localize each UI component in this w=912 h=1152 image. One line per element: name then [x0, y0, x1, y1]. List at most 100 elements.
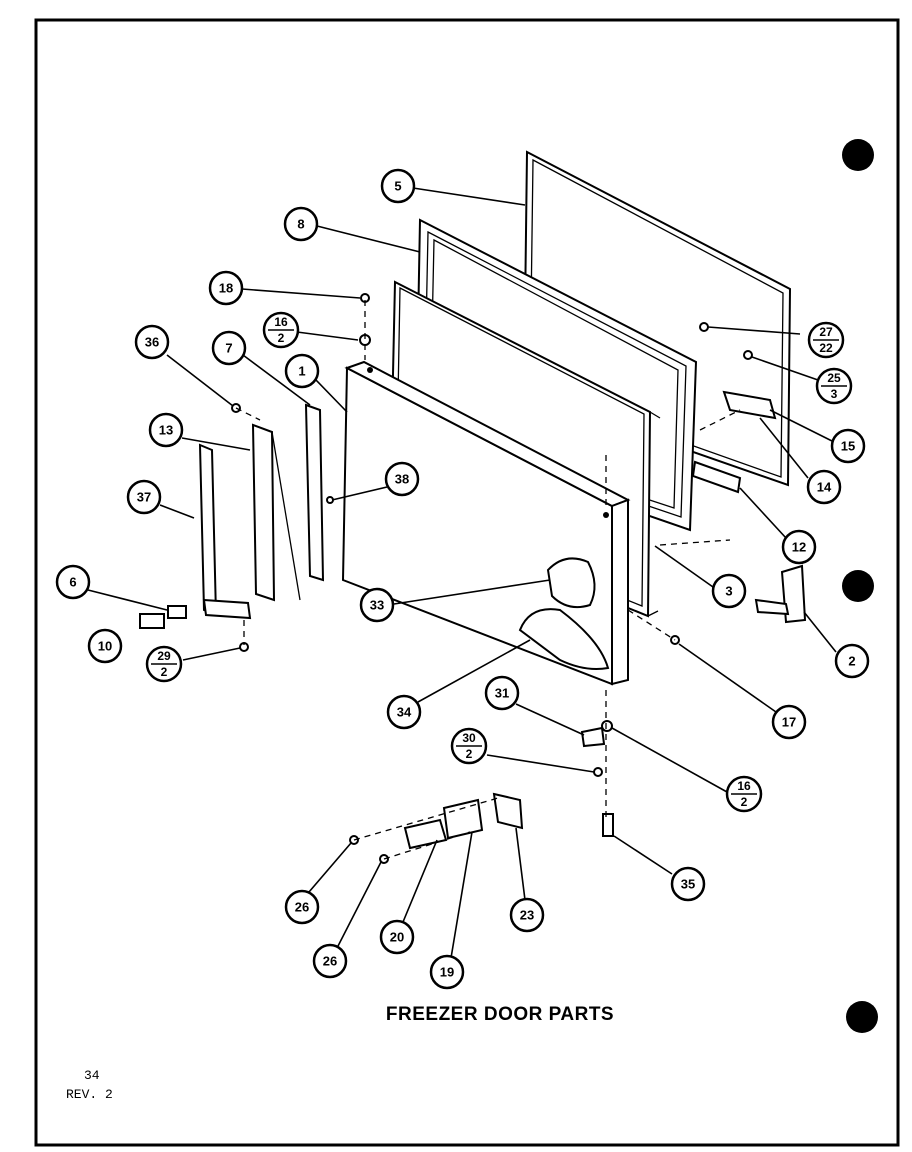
svg-text:5: 5 — [394, 179, 401, 194]
callout-14: 14 — [806, 469, 842, 505]
svg-text:20: 20 — [390, 930, 404, 945]
punch-hole — [846, 1001, 878, 1033]
callout-31: 31 — [484, 675, 520, 711]
callout-10: 10 — [87, 628, 123, 664]
callout-2: 2 — [834, 643, 870, 679]
assembly-line — [659, 539, 731, 546]
part-6-clip — [167, 605, 187, 619]
svg-text:36: 36 — [145, 335, 159, 350]
diagram-title: FREEZER DOOR PARTS — [385, 1004, 615, 1025]
assembly-line — [383, 831, 471, 860]
assembly-line — [235, 407, 261, 421]
svg-text:10: 10 — [98, 639, 112, 654]
callout-13: 13 — [148, 412, 184, 448]
svg-text:22: 22 — [819, 341, 833, 355]
svg-text:2: 2 — [161, 665, 168, 679]
callout-29-2: 292 — [145, 645, 183, 683]
svg-text:29: 29 — [157, 649, 171, 663]
svg-text:13: 13 — [159, 423, 173, 438]
revision-label: REV. 2 — [66, 1087, 113, 1102]
part-20-hinge-bracket — [403, 818, 448, 850]
callout-26: 26 — [284, 889, 320, 925]
svg-text:15: 15 — [841, 439, 855, 454]
part-19-hinge — [442, 798, 484, 840]
svg-text:2: 2 — [741, 795, 748, 809]
punch-hole — [842, 570, 874, 602]
callout-35: 35 — [670, 866, 706, 902]
callout-12: 12 — [781, 529, 817, 565]
part-13-bracket — [251, 423, 276, 602]
callout-15: 15 — [830, 428, 866, 464]
callout-34: 34 — [386, 694, 422, 730]
part-34-handle — [518, 608, 610, 670]
callout-30-2: 302 — [450, 727, 488, 765]
svg-text:19: 19 — [440, 965, 454, 980]
svg-text:3: 3 — [831, 387, 838, 401]
svg-text:26: 26 — [295, 900, 309, 915]
svg-text:34: 34 — [397, 705, 412, 720]
callout-37: 37 — [126, 479, 162, 515]
svg-text:30: 30 — [462, 731, 476, 745]
callout-25-3: 253 — [815, 367, 853, 405]
svg-text:23: 23 — [520, 908, 534, 923]
part-31-plate — [580, 726, 606, 748]
page-border — [34, 18, 900, 1147]
svg-text:26: 26 — [323, 954, 337, 969]
screw — [743, 350, 753, 360]
part-33-recess — [546, 557, 596, 609]
screw — [699, 322, 709, 332]
svg-text:18: 18 — [219, 281, 233, 296]
callout-16-2-lower: 162 — [725, 775, 763, 813]
svg-text:8: 8 — [297, 217, 304, 232]
callout-18: 18 — [208, 270, 244, 306]
callout-20: 20 — [379, 919, 415, 955]
svg-text:31: 31 — [495, 686, 509, 701]
part-12-rail — [691, 460, 742, 494]
callout-3: 3 — [711, 573, 747, 609]
part-37-foot — [202, 598, 252, 620]
svg-text:3: 3 — [725, 584, 732, 599]
part-1-outer-door — [341, 360, 631, 686]
part-35-pin — [602, 813, 614, 837]
svg-text:12: 12 — [792, 540, 806, 555]
svg-text:7: 7 — [225, 341, 232, 356]
svg-text:16: 16 — [737, 779, 751, 793]
callout-33: 33 — [359, 587, 395, 623]
svg-text:35: 35 — [681, 877, 695, 892]
part-15-hinge — [722, 390, 777, 420]
callout-17: 17 — [771, 704, 807, 740]
svg-text:25: 25 — [827, 371, 841, 385]
svg-text:17: 17 — [782, 715, 796, 730]
leader-lines — [87, 187, 837, 959]
callout-16-2: 162 — [262, 311, 300, 349]
punch-hole — [842, 139, 874, 171]
svg-text:27: 27 — [819, 325, 833, 339]
screw — [593, 767, 603, 777]
svg-text:1: 1 — [298, 364, 305, 379]
callout-1: 1 — [284, 353, 320, 389]
washer — [601, 720, 613, 732]
svg-text:2: 2 — [278, 331, 285, 345]
part-23-hinge-plate — [492, 792, 524, 830]
svg-text:6: 6 — [69, 575, 76, 590]
svg-text:2: 2 — [848, 654, 855, 669]
part-37-bracket — [198, 443, 218, 617]
callout-7: 7 — [211, 330, 247, 366]
svg-text:37: 37 — [137, 490, 151, 505]
part-7-trim-strip — [304, 403, 325, 582]
svg-text:16: 16 — [274, 315, 288, 329]
callout-23: 23 — [509, 897, 545, 933]
callout-38: 38 — [384, 461, 420, 497]
page-number: 34 — [84, 1068, 100, 1083]
callout-8: 8 — [283, 206, 319, 242]
svg-text:38: 38 — [395, 472, 409, 487]
svg-text:2: 2 — [466, 747, 473, 761]
svg-text:33: 33 — [370, 598, 384, 613]
assembly-line — [627, 609, 676, 641]
assembly-line — [353, 797, 499, 841]
callout-36: 36 — [134, 324, 170, 360]
svg-text:14: 14 — [817, 480, 832, 495]
callout-6: 6 — [55, 564, 91, 600]
